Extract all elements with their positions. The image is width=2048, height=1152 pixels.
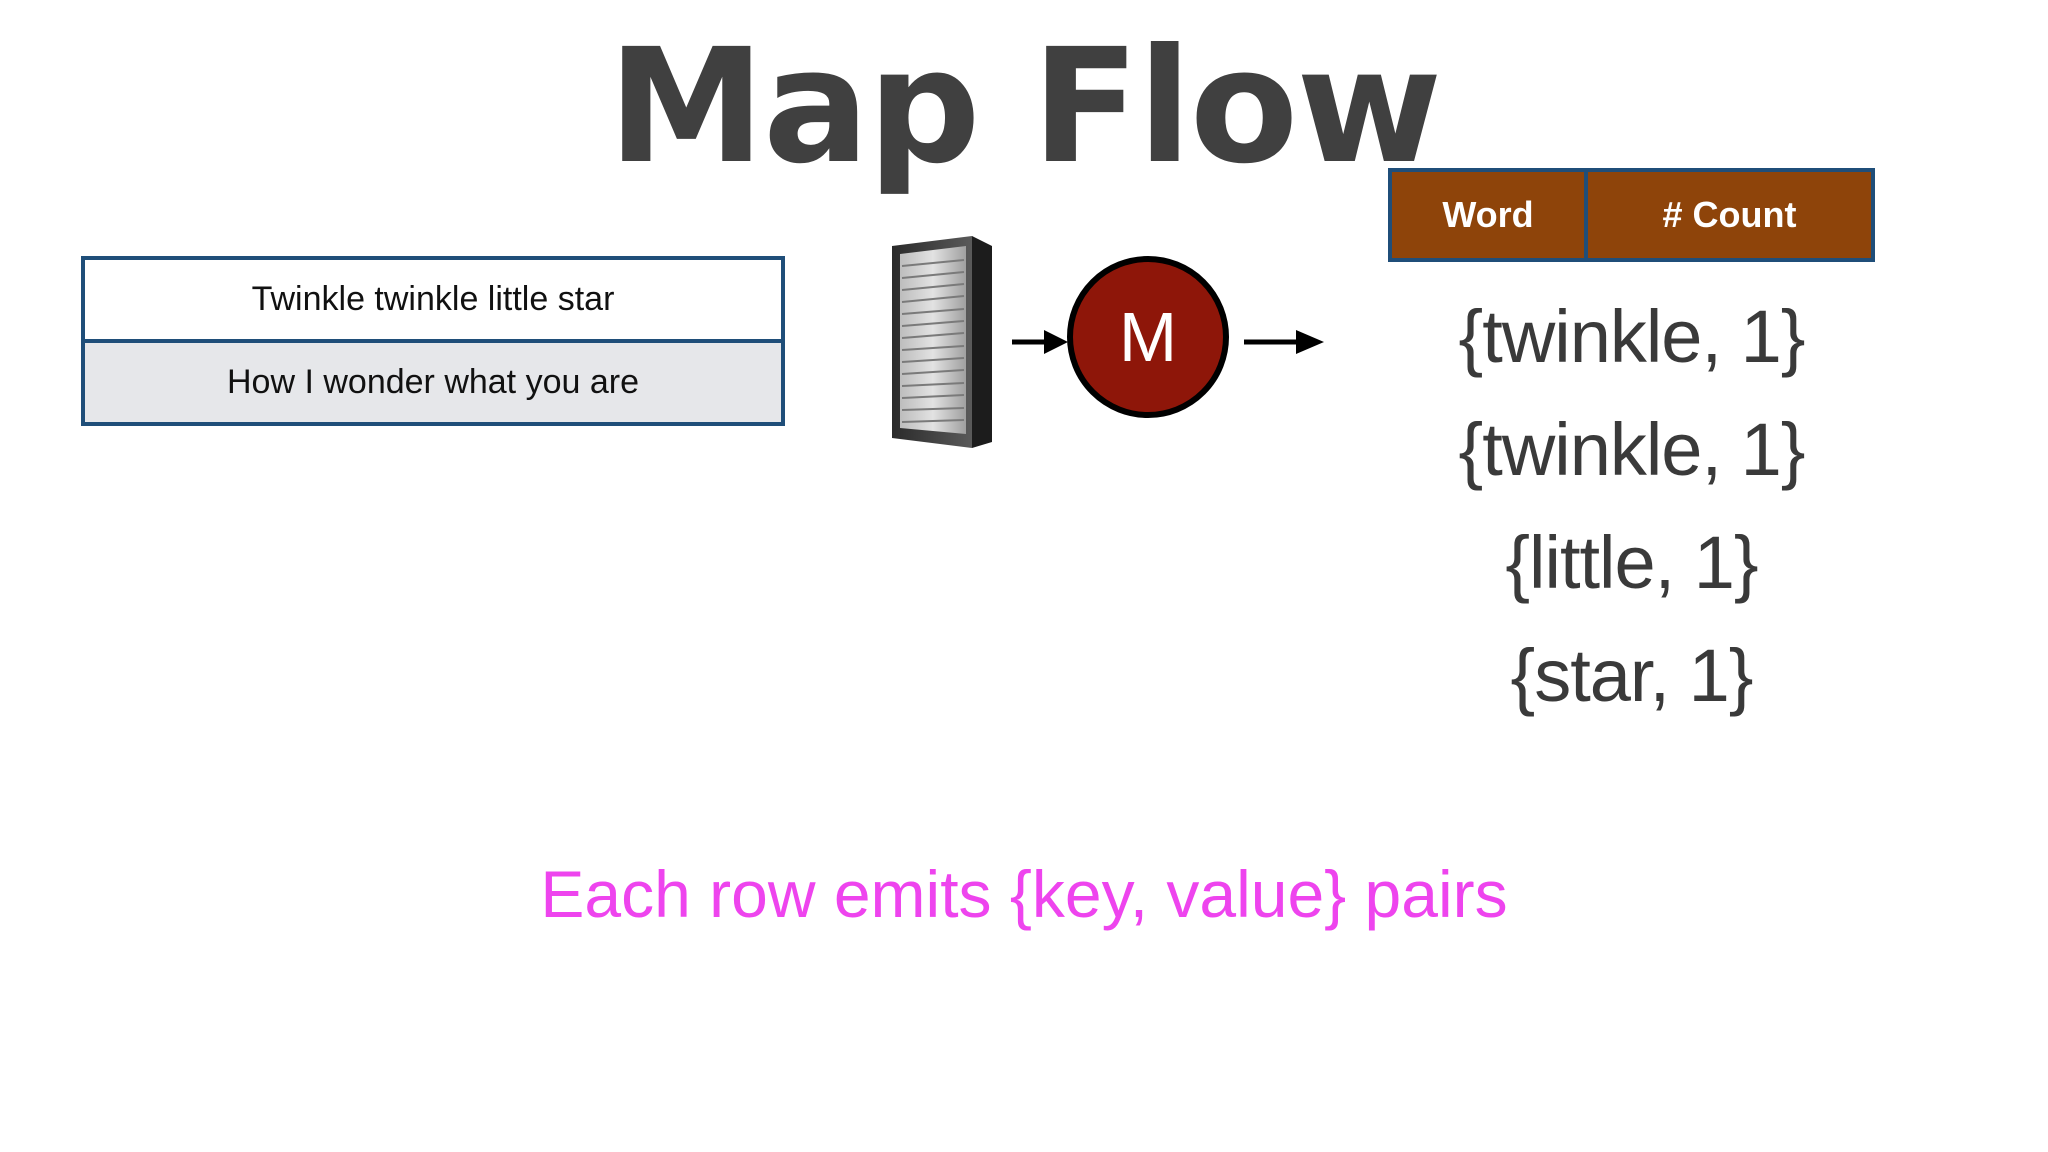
- key-value-pair: {twinkle, 1}: [1458, 295, 1806, 378]
- mapper-node: M: [1067, 256, 1229, 418]
- key-value-pair: {little, 1}: [1505, 521, 1758, 604]
- key-value-pair-list: {twinkle, 1} {twinkle, 1} {little, 1} {s…: [1388, 280, 1875, 732]
- server-rack-icon: [892, 236, 992, 448]
- input-row: Twinkle twinkle little star: [85, 260, 781, 343]
- input-row: How I wonder what you are: [85, 343, 781, 422]
- key-value-pair: {twinkle, 1}: [1458, 408, 1806, 491]
- input-table: Twinkle twinkle little star How I wonder…: [81, 256, 785, 426]
- key-value-pair: {star, 1}: [1510, 634, 1754, 717]
- output-table-header: Word # Count: [1388, 168, 1875, 262]
- column-header-word: Word: [1392, 172, 1588, 258]
- caption: Each row emits {key, value} pairs: [540, 857, 1508, 931]
- column-header-count: # Count: [1662, 194, 1797, 235]
- arrow-right-icon: [1012, 330, 1068, 354]
- page-title: Map Flow: [607, 15, 1443, 199]
- arrow-right-icon: [1244, 330, 1324, 354]
